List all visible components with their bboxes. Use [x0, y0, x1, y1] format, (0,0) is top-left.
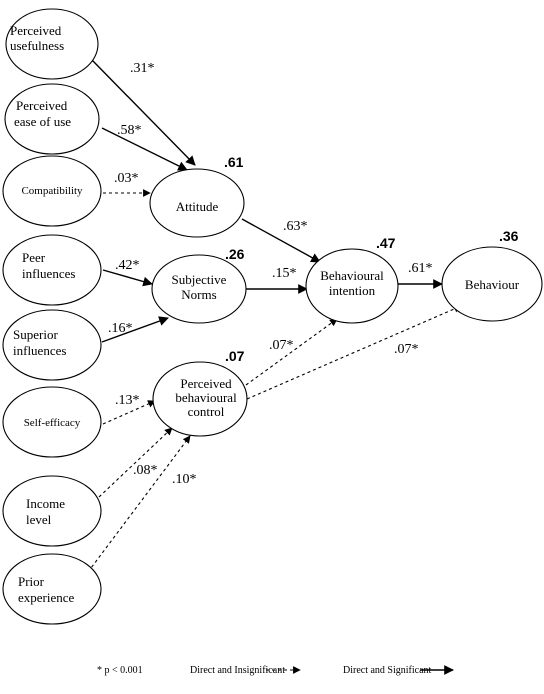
node-label: ease of use [14, 114, 71, 129]
path-pu-att [91, 59, 196, 166]
node-label: experience [18, 590, 75, 605]
r-squared-label: .26 [225, 246, 245, 262]
node-subjective-norms: Subjective Norms .26 [151, 246, 247, 324]
legend-dashed-label: Direct and Insignificant [190, 665, 285, 676]
coef-peer-sn: .42* [115, 258, 140, 273]
path-att-bi [241, 218, 321, 263]
node-prior-experience: Prior experience [2, 553, 102, 625]
node-attitude: Attitude .61 [149, 154, 245, 238]
node-label: Superior [13, 327, 58, 342]
coef-peou-att: .58* [117, 123, 142, 138]
legend-significance-note: * p < 0.001 [97, 665, 143, 676]
coef-pbc-bi: .07* [269, 338, 294, 353]
path-pbc-bi [245, 318, 338, 386]
r-squared-label: .61 [224, 154, 244, 170]
coef-se-pbc: .13* [115, 393, 140, 408]
node-label: influences [22, 266, 75, 281]
r-squared-label: .07 [225, 348, 245, 364]
node-perceived-usefulness: Perceived usefulness [5, 8, 99, 80]
node-label: Peer [22, 250, 46, 265]
node-label: Norms [181, 287, 216, 302]
path-peer-sn [102, 269, 153, 287]
node-label: Behavioural [320, 268, 384, 283]
node-label: usefulness [10, 38, 64, 53]
legend-solid-label: Direct and Significant [343, 665, 432, 676]
legend: * p < 0.001 Direct and Insignificant Dir… [97, 665, 454, 676]
node-income-level: Income level [2, 475, 102, 547]
node-superior-influences: Superior influences [2, 309, 102, 381]
coef-bi-beh: .61* [408, 261, 433, 276]
node-self-efficacy: Self-efficacy [2, 386, 102, 458]
node-label: Perceived [10, 23, 62, 38]
node-label: Perceived [16, 98, 68, 113]
node-perceived-ease-of-use: Perceived ease of use [4, 83, 100, 155]
node-label: behavioural [175, 390, 237, 405]
node-label: influences [13, 343, 66, 358]
r-squared-label: .47 [376, 235, 396, 251]
node-compatibility: Compatibility [2, 155, 102, 227]
coef-sn-bi: .15* [272, 266, 297, 281]
path-sup-sn [101, 316, 169, 343]
coef-comp-att: .03* [114, 171, 139, 186]
coef-pe-pbc: .10* [172, 472, 197, 487]
coef-pbc-beh: .07* [394, 342, 419, 357]
coef-sup-sn: .16* [108, 321, 133, 336]
node-label: Attitude [176, 199, 219, 214]
path-inc-pbc [98, 427, 173, 498]
node-label: Compatibility [21, 185, 83, 197]
node-behavioural-intention: Behavioural intention .47 [305, 235, 399, 324]
node-label: Income [26, 496, 65, 511]
node-label: level [26, 512, 52, 527]
path-peou-att [101, 127, 188, 171]
node-label: Self-efficacy [24, 417, 81, 429]
node-label: Perceived [180, 376, 232, 391]
path-coefficients: .31* .58* .03* .42* .16* .13* .08* .10* … [108, 61, 433, 487]
node-behaviour: Behaviour .36 [441, 228, 543, 322]
node-label: control [188, 404, 225, 419]
coef-inc-pbc: .08* [133, 463, 158, 478]
coef-att-bi: .63* [283, 219, 308, 234]
path-pbc-beh [246, 305, 462, 400]
r-squared-label: .36 [499, 228, 519, 244]
node-peer-influences: Peer influences [2, 234, 102, 306]
path-pe-pbc [87, 435, 191, 573]
node-label: Behaviour [465, 277, 520, 292]
node-label: intention [329, 283, 376, 298]
paths [87, 59, 462, 573]
coef-pu-att: .31* [130, 61, 155, 76]
node-perceived-behavioural-control: Perceived behavioural control .07 [152, 348, 248, 437]
node-label: Prior [18, 574, 45, 589]
node-label: Subjective [172, 272, 227, 287]
